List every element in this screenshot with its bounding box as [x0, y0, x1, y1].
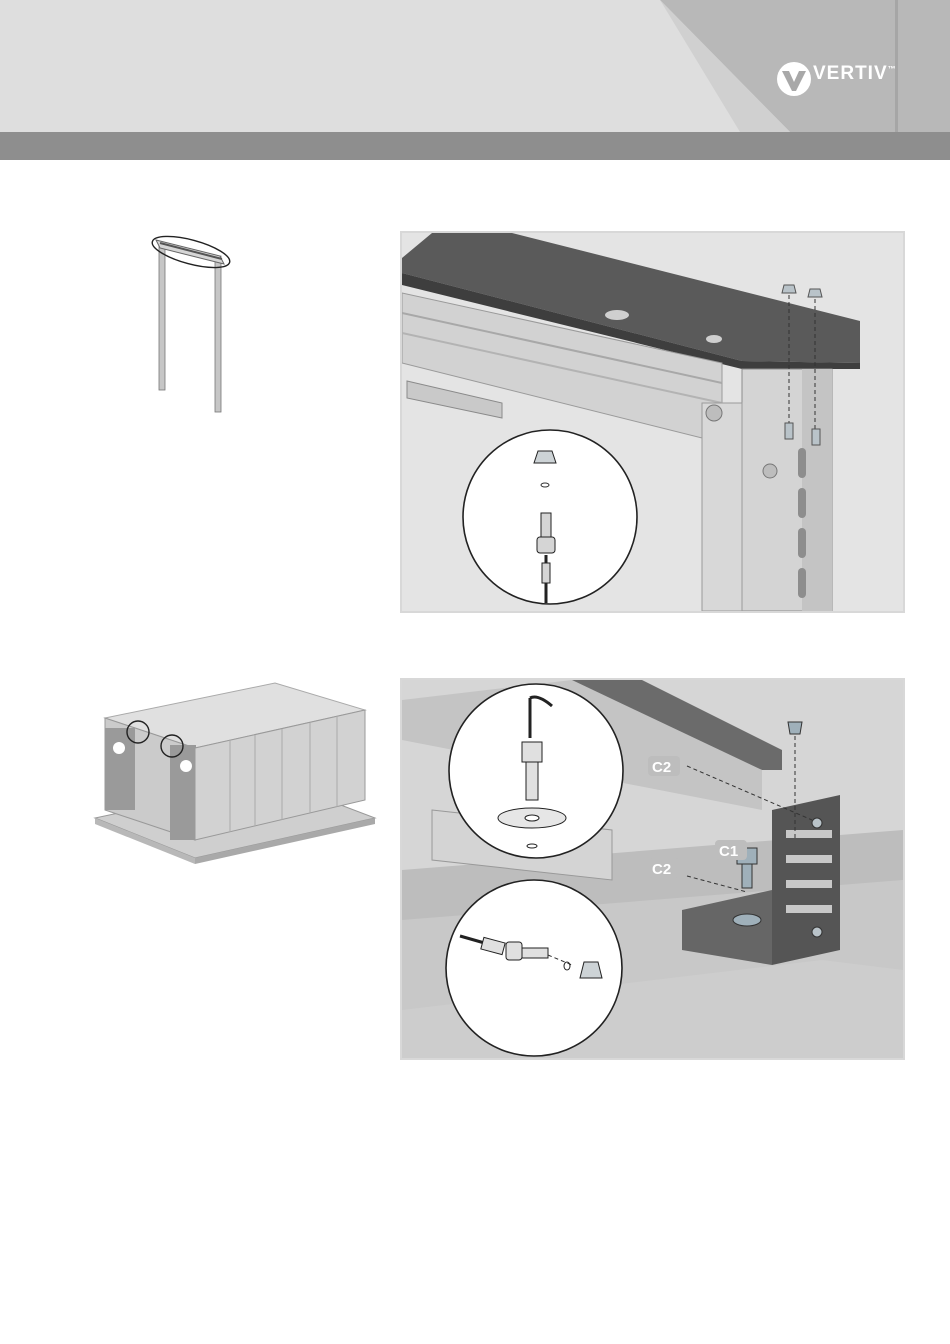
- door-frame-figure: [140, 220, 250, 420]
- vertiv-logo-icon: [777, 62, 811, 96]
- door-frame-top-highlight-icon: [140, 220, 250, 420]
- page-header: VERTIV™: [0, 0, 950, 160]
- brand-name: VERTIV™: [813, 63, 897, 85]
- callout-c1: C1: [719, 843, 738, 860]
- row-of-racks-corner-highlight-icon: [90, 680, 380, 865]
- top-frame-detail-panel: [400, 231, 905, 613]
- bracket-detail-panel: C2 C1 C2: [400, 678, 905, 1060]
- header-dark-stripe: [0, 132, 950, 160]
- header-band: [0, 0, 950, 160]
- callout-c2-bottom: C2: [652, 861, 671, 878]
- rack-row-figure: [90, 680, 380, 865]
- callout-c2-top: C2: [652, 759, 671, 776]
- bracket-bolt-detail-icon: C2 C1 C2: [402, 680, 903, 1058]
- top-frame-bolt-detail-icon: [402, 233, 903, 611]
